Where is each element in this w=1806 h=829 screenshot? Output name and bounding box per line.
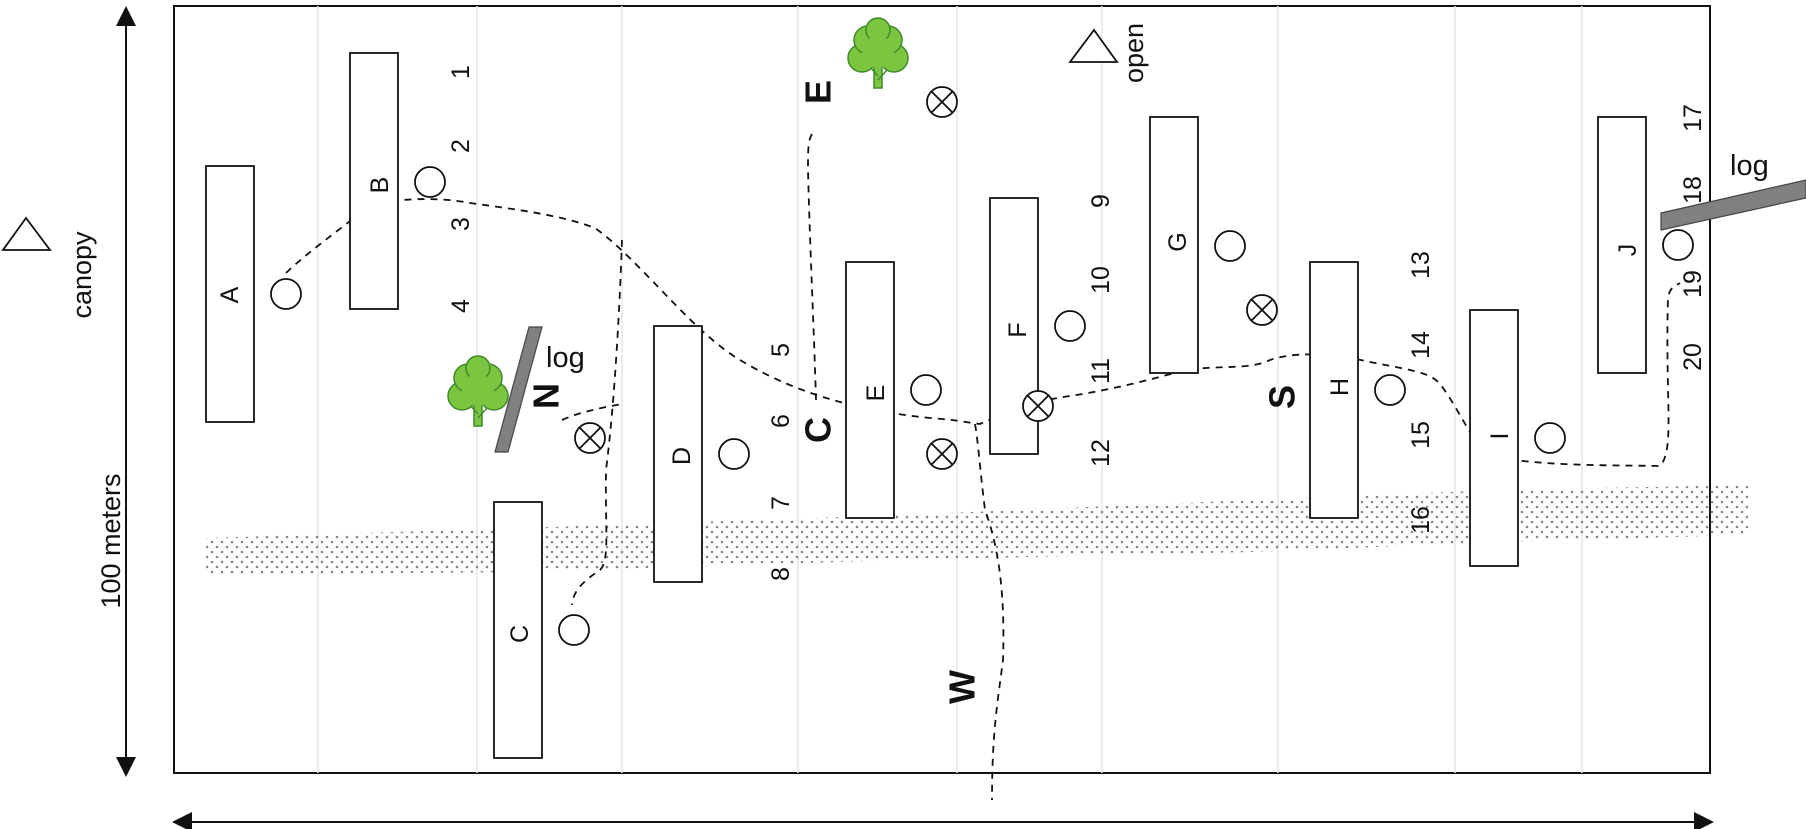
station-6: 6	[767, 414, 795, 428]
crossed-circle-marker	[1246, 294, 1278, 326]
station-20: 20	[1679, 343, 1707, 371]
circle-marker	[558, 614, 590, 646]
log-right-label: log	[1730, 150, 1769, 182]
station-4: 4	[447, 299, 475, 313]
plot-labels: A B C D E F G H I J	[216, 177, 1642, 643]
plot-label-g: G	[1164, 232, 1192, 251]
stippled-band	[206, 485, 1748, 575]
trail-north-branch	[561, 403, 623, 421]
plot-label-i: I	[1486, 433, 1514, 440]
plot-j	[1597, 116, 1647, 374]
plot-label-h: H	[1326, 378, 1354, 396]
triangle-icon	[1068, 28, 1119, 63]
north-label: N	[526, 383, 567, 409]
station-1: 1	[447, 65, 475, 79]
plot-label-f: F	[1004, 322, 1032, 337]
station-17: 17	[1679, 104, 1707, 132]
station-5: 5	[767, 343, 795, 357]
station-18: 18	[1679, 176, 1707, 204]
trail-west	[974, 423, 1005, 801]
crossed-circle-marker	[574, 422, 606, 454]
crossed-circle-marker	[1022, 390, 1054, 422]
plot-frame	[173, 5, 1711, 774]
plot-g	[1149, 116, 1199, 374]
crossed-circle-marker	[926, 438, 958, 470]
station-15: 15	[1407, 421, 1435, 449]
west-label: W	[942, 670, 983, 704]
log-left	[494, 326, 543, 453]
station-8: 8	[767, 567, 795, 581]
plot-c	[493, 501, 543, 759]
station-16: 16	[1407, 506, 1435, 534]
east-label: E	[798, 80, 839, 104]
station-19: 19	[1679, 270, 1707, 298]
trail-center-drop	[571, 239, 623, 606]
circle-marker	[1534, 422, 1566, 454]
tree-icon	[447, 355, 509, 427]
circle-marker	[270, 278, 302, 310]
circle-marker	[910, 374, 942, 406]
trail-north-loop	[285, 198, 1681, 467]
plot-b	[349, 52, 399, 310]
plot-a	[205, 165, 255, 423]
circle-marker	[1374, 374, 1406, 406]
plot-label-j: J	[1614, 244, 1642, 257]
circle-marker	[1214, 230, 1246, 262]
circle-marker	[1054, 310, 1086, 342]
plot-label-d: D	[668, 447, 696, 465]
hundred-meters-label: 100 meters	[96, 473, 126, 608]
triangle-icon	[1, 216, 52, 251]
plot-label-a: A	[216, 286, 244, 303]
center-label: C	[798, 417, 839, 443]
trails	[285, 133, 1681, 801]
crossed-circle-marker	[926, 86, 958, 118]
open-label: open	[1119, 23, 1149, 83]
plot-h	[1309, 261, 1359, 519]
station-numbers: 1 2 3 4 5 6 7 8 9 10 11 12 13 14 15 16 1…	[447, 65, 1707, 581]
plots	[205, 52, 1647, 759]
plot-label-b: B	[366, 177, 394, 194]
circle-marker	[414, 166, 446, 198]
plot-label-c: C	[506, 625, 534, 643]
south-label: S	[1262, 385, 1303, 409]
tree-icon	[847, 17, 909, 89]
station-10: 10	[1087, 266, 1115, 294]
station-14: 14	[1407, 331, 1435, 359]
station-12: 12	[1087, 439, 1115, 467]
station-11: 11	[1087, 358, 1115, 384]
trail-east-spur	[807, 133, 817, 401]
station-13: 13	[1407, 251, 1435, 279]
circle-markers	[270, 166, 1694, 646]
station-3: 3	[447, 217, 475, 231]
direction-labels: N E C S W	[526, 80, 1303, 704]
plot-label-e: E	[862, 385, 890, 402]
circle-marker	[1662, 229, 1694, 261]
station-7: 7	[767, 496, 795, 510]
plot-i	[1469, 309, 1519, 567]
station-9: 9	[1087, 194, 1115, 208]
log-left-label: log	[546, 342, 585, 374]
plot-d	[653, 325, 703, 583]
plot-e	[845, 261, 895, 519]
log-right	[1660, 179, 1806, 231]
circle-marker	[718, 438, 750, 470]
station-2: 2	[447, 139, 475, 153]
canopy-label: canopy	[67, 231, 97, 319]
crossed-circle-markers	[574, 86, 1278, 470]
